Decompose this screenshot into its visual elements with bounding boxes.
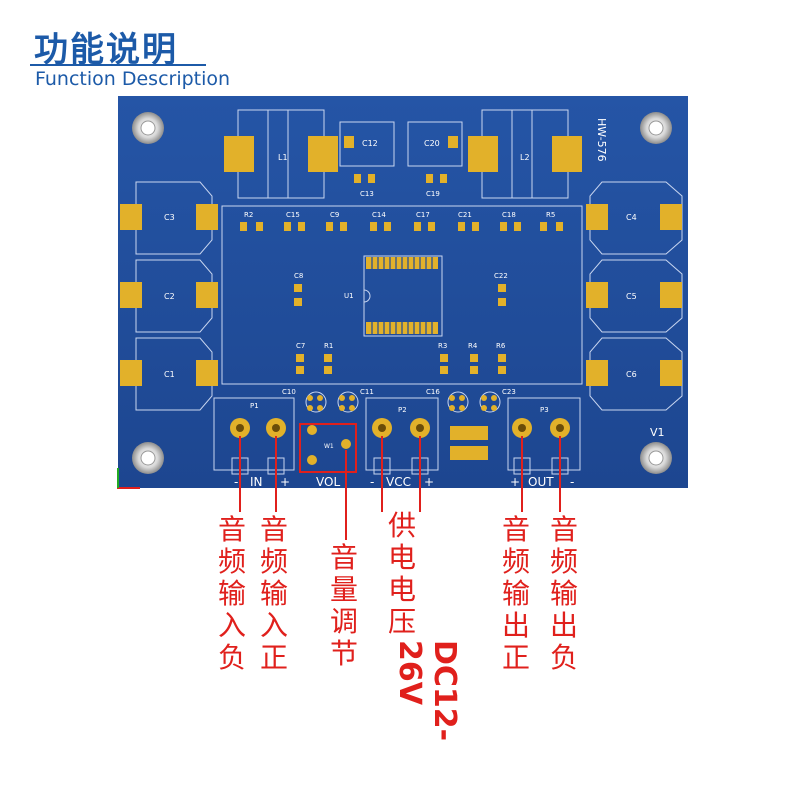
vcc-plus-mark: +	[424, 475, 434, 489]
label-c5: C5	[626, 292, 637, 301]
cap-c3	[135, 181, 213, 255]
in-plus-mark: +	[280, 475, 290, 489]
out-minus-mark: -	[570, 475, 574, 489]
small-caps	[305, 391, 501, 413]
chip-u1	[363, 255, 443, 337]
label-c10: C10	[282, 388, 296, 396]
label-r3: R3	[438, 342, 447, 350]
label-r1: R1	[324, 342, 333, 350]
cap-c1	[135, 337, 213, 411]
vcc-label: VCC	[386, 475, 411, 489]
board-model: HW-576	[595, 118, 608, 162]
label-c19: C19	[426, 190, 440, 198]
out-label: OUT	[528, 475, 554, 489]
label-c7: C7	[296, 342, 305, 350]
label-c15: C15	[286, 211, 300, 219]
label-r6: R6	[496, 342, 506, 350]
annotation-audio-out-negative: 音频输出负	[549, 513, 578, 674]
annotation-audio-in-negative: 音频输入负	[217, 513, 246, 674]
label-c11: C11	[360, 388, 374, 396]
label-l1: L1	[278, 153, 288, 162]
mount-hole-br	[640, 442, 672, 474]
annotation-voltage-range: DC12-26V	[392, 640, 462, 742]
label-p2: P2	[398, 406, 407, 414]
label-c3: C3	[164, 213, 175, 222]
connector-p2	[365, 397, 439, 471]
label-c2: C2	[164, 292, 175, 301]
corner-mark-v1: V1	[650, 426, 665, 439]
label-c14: C14	[372, 211, 386, 219]
label-c20: C20	[424, 139, 440, 148]
title-underline	[30, 64, 206, 66]
in-label: IN	[250, 475, 263, 489]
label-w1: W1	[324, 443, 334, 450]
mount-hole-tl	[132, 112, 164, 144]
inner-frame	[221, 205, 583, 385]
annotation-supply-voltage: 供电电压	[387, 509, 416, 638]
label-c1: C1	[164, 370, 175, 379]
label-c22: C22	[494, 272, 508, 280]
vol-label: VOL	[316, 475, 340, 489]
label-r5: R5	[546, 211, 555, 219]
volume-pot-highlight	[299, 423, 357, 473]
label-c23: C23	[502, 388, 516, 396]
annotation-volume-adjust: 音量调节	[329, 541, 358, 670]
label-c13: C13	[360, 190, 374, 198]
label-c21: C21	[458, 211, 472, 219]
smd-row-top	[240, 222, 563, 231]
label-u1: U1	[344, 292, 354, 300]
label-r2: R2	[244, 211, 253, 219]
cap-c2	[135, 259, 213, 333]
connector-p3	[507, 397, 581, 471]
label-p1: P1	[250, 402, 259, 410]
annotation-audio-out-positive: 音频输出正	[501, 513, 530, 674]
out-plus-mark: +	[510, 475, 520, 489]
label-l2: L2	[520, 153, 530, 162]
connector-p1	[213, 397, 295, 471]
page-subtitle: Function Description	[35, 68, 231, 90]
mount-hole-bl	[132, 442, 164, 474]
label-r4: R4	[468, 342, 478, 350]
label-c4: C4	[626, 213, 637, 222]
leader-lines	[239, 436, 561, 540]
in-minus-mark: -	[234, 475, 238, 489]
page-title: 功能说明	[34, 30, 178, 70]
annotation-audio-in-positive: 音频输入正	[259, 513, 288, 674]
mount-hole-tr	[640, 112, 672, 144]
label-c8: C8	[294, 272, 303, 280]
label-c17: C17	[416, 211, 430, 219]
label-c9: C9	[330, 211, 339, 219]
label-c12: C12	[362, 139, 378, 148]
label-c18: C18	[502, 211, 516, 219]
vcc-minus-mark: -	[370, 475, 374, 489]
label-c16: C16	[426, 388, 440, 396]
label-p3: P3	[540, 406, 549, 414]
label-c6: C6	[626, 370, 637, 379]
